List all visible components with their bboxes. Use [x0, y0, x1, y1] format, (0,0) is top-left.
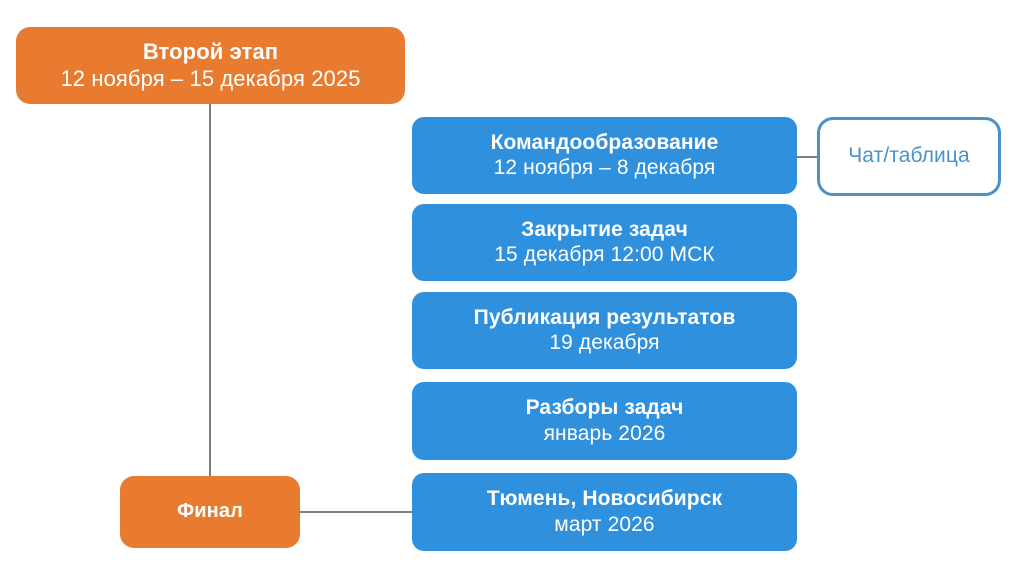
connector-team-building-to-chat [796, 156, 818, 158]
node-stage2-subtitle: 12 ноября – 15 декабря 2025 [60, 66, 361, 91]
node-results-publication[interactable]: Публикация результатов 19 декабря [412, 292, 797, 369]
node-team-building-subtitle: 12 ноября – 8 декабря [493, 156, 716, 179]
node-final[interactable]: Финал [120, 476, 300, 548]
node-chat-table-title: Чат/таблица [848, 144, 970, 168]
connector-final-to-final-cities [300, 511, 413, 513]
node-final-cities-title: Тюмень, Новосибирск [486, 487, 723, 511]
node-task-closing[interactable]: Закрытие задач 15 декабря 12:00 МСК [412, 204, 797, 281]
node-results-publication-title: Публикация результатов [473, 305, 736, 329]
node-task-closing-subtitle: 15 декабря 12:00 МСК [494, 243, 715, 266]
node-chat-table[interactable]: Чат/таблица [817, 117, 1001, 196]
node-team-building[interactable]: Командообразование 12 ноября – 8 декабря [412, 117, 797, 194]
node-task-review-title: Разборы задач [525, 396, 684, 420]
connector-stage2-to-final [209, 103, 211, 477]
node-task-review[interactable]: Разборы задач январь 2026 [412, 382, 797, 460]
node-final-cities-subtitle: март 2026 [554, 512, 655, 536]
node-stage2-title: Второй этап [142, 39, 279, 65]
node-team-building-title: Командообразование [490, 130, 719, 154]
node-results-publication-subtitle: 19 декабря [549, 331, 660, 354]
node-task-review-subtitle: январь 2026 [543, 421, 666, 445]
node-stage2[interactable]: Второй этап 12 ноября – 15 декабря 2025 [16, 27, 405, 104]
node-final-cities[interactable]: Тюмень, Новосибирск март 2026 [412, 473, 797, 551]
node-task-closing-title: Закрытие задач [521, 217, 688, 241]
node-final-title: Финал [177, 500, 243, 523]
